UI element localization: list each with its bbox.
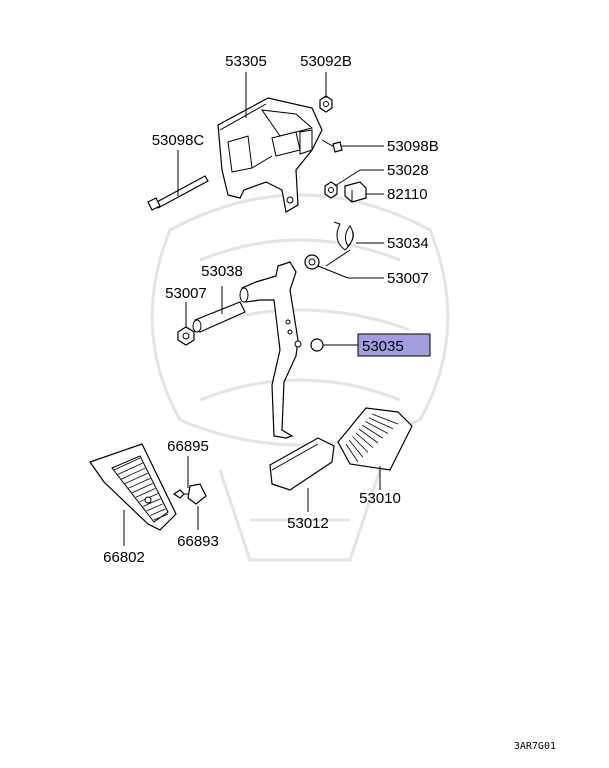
bolt-53098c[interactable]	[147, 175, 209, 211]
rest-hatch-line	[117, 462, 143, 475]
highlight-box-53035	[357, 333, 431, 357]
rest-hatch-line	[128, 477, 151, 489]
pedal-bracket[interactable]	[217, 97, 323, 213]
nut-53092b[interactable]	[319, 95, 333, 113]
pad-rib	[362, 424, 384, 439]
rest-hatch-line	[142, 498, 161, 507]
pedal-arm-53012[interactable]	[239, 261, 335, 491]
pad-rib	[358, 428, 379, 444]
label-53028[interactable]: 53028	[387, 162, 429, 179]
stop-switch-82110[interactable]	[344, 181, 367, 203]
rest-hatch-line	[121, 467, 146, 480]
rest-hatch-line	[132, 483, 153, 494]
label-53010[interactable]: 53010	[359, 490, 401, 507]
pad-rib	[345, 443, 359, 463]
label-66895[interactable]: 66895	[167, 438, 209, 455]
rest-hatch-line	[153, 513, 169, 521]
label-53092b[interactable]: 53092B	[300, 53, 352, 70]
pad-rib	[371, 413, 399, 425]
label-66802[interactable]: 66802	[103, 549, 145, 566]
rest-hatch-line	[150, 508, 166, 516]
rest-hatch-line	[113, 457, 141, 471]
rest-hatch-line	[146, 503, 164, 512]
label-53035[interactable]: 53035	[362, 338, 404, 355]
part-labels: 53305 53092B 53098C 53098B 53028 82110 5…	[103, 53, 439, 566]
label-53305[interactable]: 53305	[225, 53, 267, 70]
label-82110[interactable]: 82110	[387, 186, 428, 203]
foot-rest-66802[interactable]	[89, 443, 177, 531]
nut-53028[interactable]	[324, 181, 338, 199]
label-53007-lower[interactable]: 53007	[165, 285, 207, 302]
label-53098b[interactable]: 53098B	[387, 138, 439, 155]
pad-66893[interactable]	[187, 483, 207, 505]
pedal-shaft-53038[interactable]	[192, 301, 246, 333]
label-53038[interactable]: 53038	[201, 263, 243, 280]
bushing-53007-upper[interactable]	[304, 254, 320, 270]
rest-hatch-line	[135, 488, 156, 498]
label-53007-upper[interactable]: 53007	[387, 270, 429, 287]
figure-code: 3AR7G01	[514, 741, 556, 752]
pad-rib	[365, 421, 389, 434]
bolt-53098b[interactable]	[321, 139, 343, 153]
label-66893[interactable]: 66893	[177, 533, 219, 550]
pad-rib	[352, 436, 369, 453]
return-spring-53034[interactable]	[325, 221, 354, 267]
pad-rib	[348, 439, 364, 458]
label-53098c[interactable]: 53098C	[152, 132, 205, 149]
stopper-53035[interactable]	[310, 338, 324, 352]
leader-lines	[123, 72, 384, 546]
label-53034[interactable]: 53034	[387, 235, 429, 252]
pad-rib	[355, 432, 374, 449]
pad-rib	[368, 417, 394, 430]
rest-hatch-line	[124, 472, 148, 485]
label-53012[interactable]: 53012	[287, 515, 329, 532]
pedal-pad-53010[interactable]	[337, 407, 413, 471]
